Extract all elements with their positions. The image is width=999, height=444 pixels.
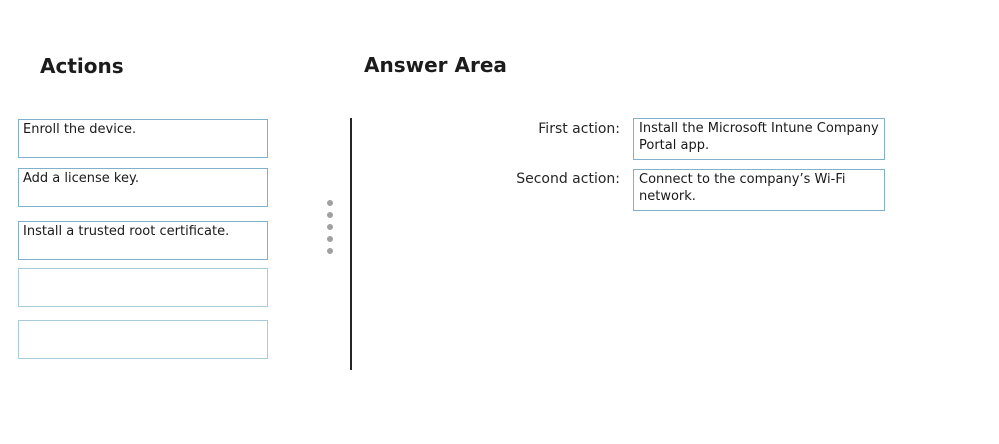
answer-area-heading: Answer Area xyxy=(364,53,507,77)
handle-dot xyxy=(327,224,333,230)
first-action-label: First action: xyxy=(538,121,620,137)
action-item-enroll-device[interactable]: Enroll the device. xyxy=(18,119,268,158)
first-action-drop-target[interactable]: Install the Microsoft Intune Company Por… xyxy=(633,118,885,160)
drag-handle-icon[interactable] xyxy=(325,200,335,262)
action-item-empty-slot[interactable] xyxy=(18,268,268,307)
handle-dot xyxy=(327,200,333,206)
second-action-label: Second action: xyxy=(516,171,620,187)
handle-dot xyxy=(327,248,333,254)
actions-heading: Actions xyxy=(40,54,124,78)
handle-dot xyxy=(327,212,333,218)
action-item-add-license-key[interactable]: Add a license key. xyxy=(18,168,268,207)
handle-dot xyxy=(327,236,333,242)
action-item-empty-slot[interactable] xyxy=(18,320,268,359)
action-item-install-root-certificate[interactable]: Install a trusted root certificate. xyxy=(18,221,268,260)
second-action-drop-target[interactable]: Connect to the company’s Wi-Fi network. xyxy=(633,169,885,211)
panel-divider xyxy=(350,118,352,370)
